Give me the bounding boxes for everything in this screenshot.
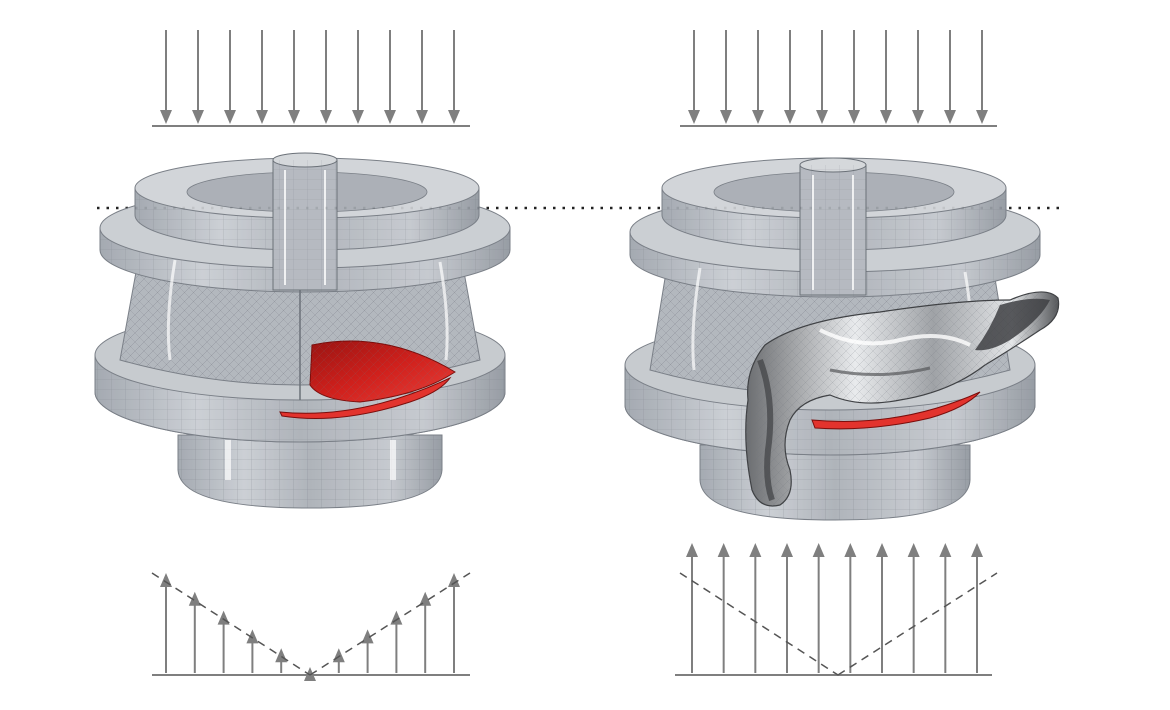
left-housing — [94, 152, 511, 509]
load-arrow — [416, 30, 428, 124]
right-dashed-envelope — [679, 572, 998, 676]
load-arrow — [976, 30, 988, 124]
left-bottom-reaction-arrows — [160, 573, 460, 681]
load-arrow — [352, 30, 364, 124]
right-bottom-reaction-arrows — [686, 543, 983, 673]
load-arrow — [448, 30, 460, 124]
reaction-arrow — [781, 543, 793, 673]
reaction-arrow — [876, 543, 888, 673]
load-arrow — [848, 30, 860, 124]
reaction-arrow — [188, 591, 201, 673]
reaction-arrow — [419, 591, 432, 673]
reaction-arrow — [749, 543, 762, 673]
load-arrow — [688, 30, 700, 124]
load-arrow — [192, 30, 204, 124]
reaction-arrow — [844, 543, 857, 673]
reaction-arrow — [304, 667, 316, 681]
right-top-load-arrows — [688, 30, 988, 124]
reaction-arrow — [332, 648, 345, 673]
right-red-blade — [811, 391, 981, 430]
reaction-arrow — [907, 543, 920, 673]
load-arrow — [384, 30, 396, 124]
load-arrow — [880, 30, 892, 124]
load-arrow — [320, 30, 332, 124]
right-clogging-debris — [745, 291, 1060, 507]
load-arrow — [752, 30, 764, 124]
reaction-arrow — [448, 573, 460, 673]
reaction-arrow — [160, 573, 172, 673]
load-arrow — [720, 30, 732, 124]
reaction-arrow — [717, 543, 730, 673]
reaction-arrow — [971, 543, 983, 673]
load-arrow — [288, 30, 300, 124]
right-panel — [624, 30, 1060, 676]
reaction-arrow — [246, 629, 259, 673]
left-dashed-envelope — [151, 572, 471, 676]
left-red-blade — [279, 340, 456, 419]
load-arrow — [160, 30, 172, 124]
load-arrow — [912, 30, 924, 124]
reaction-arrow — [361, 629, 374, 673]
left-panel — [94, 30, 511, 681]
reaction-arrow — [686, 543, 698, 673]
reaction-arrow — [939, 543, 952, 673]
reaction-arrow — [812, 543, 825, 673]
load-arrow — [944, 30, 956, 124]
load-arrow — [224, 30, 236, 124]
load-arrow — [784, 30, 796, 124]
load-arrow — [816, 30, 828, 124]
left-top-load-arrows — [160, 30, 460, 124]
load-arrow — [256, 30, 268, 124]
reaction-arrow — [275, 648, 288, 673]
